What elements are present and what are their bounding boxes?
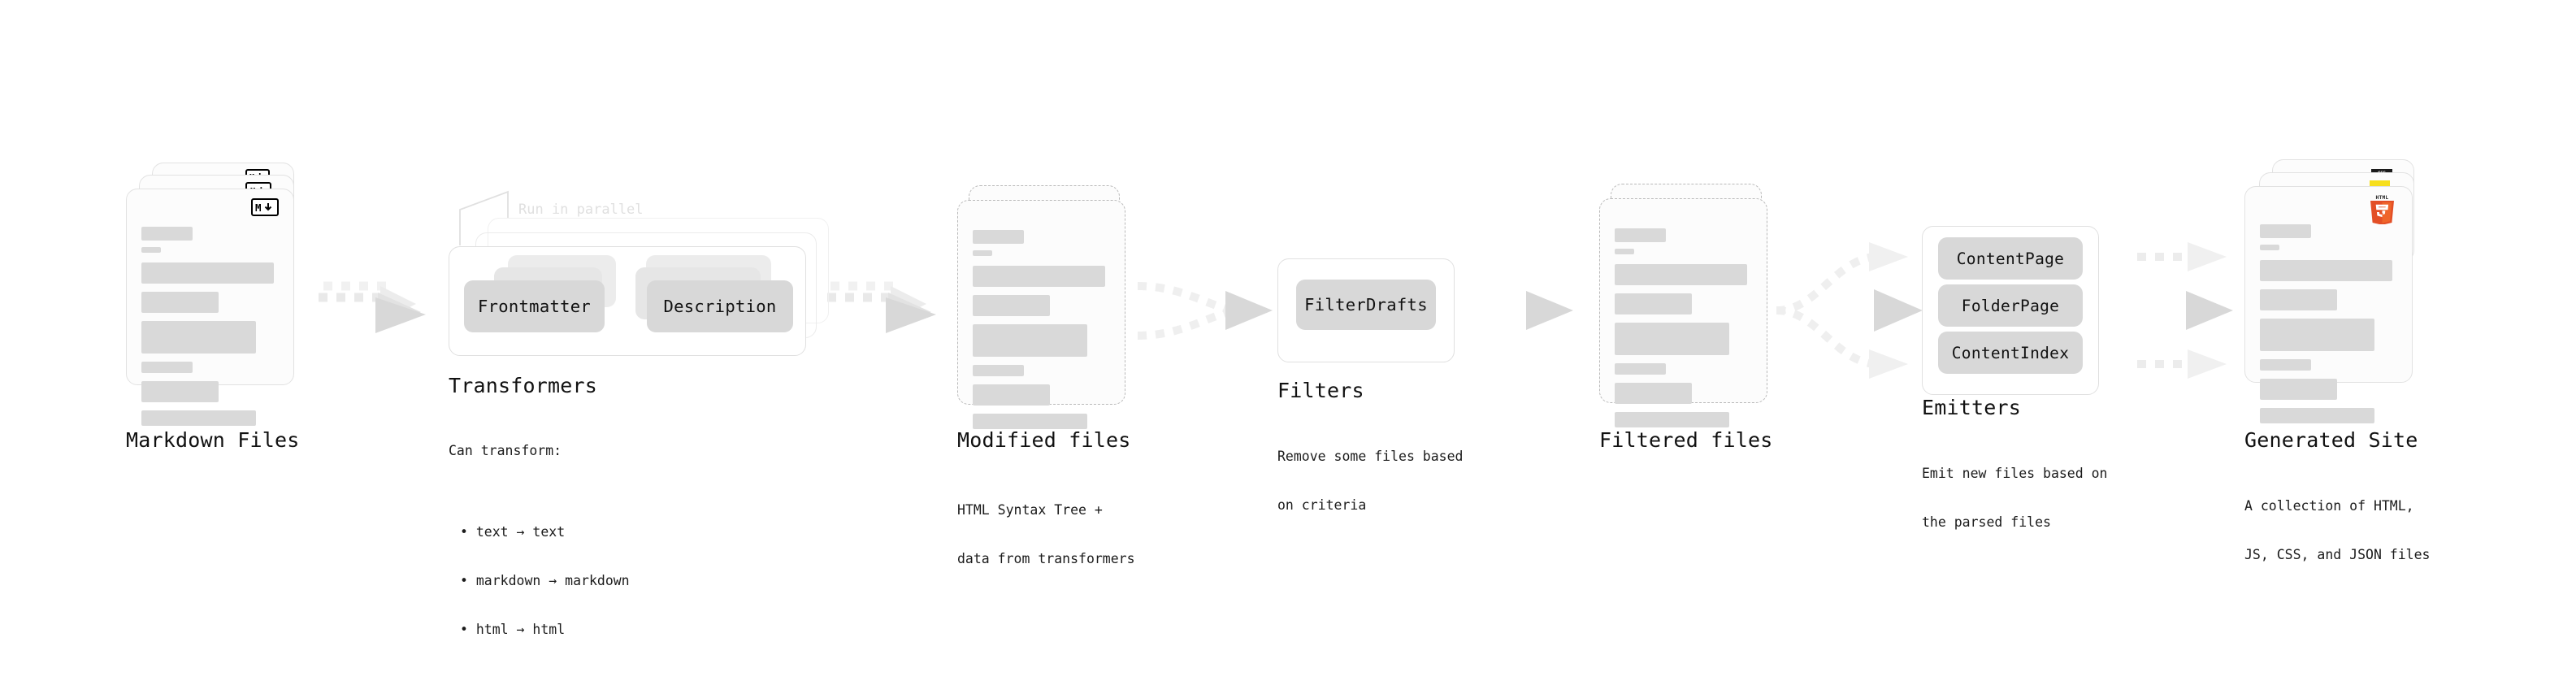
content-line xyxy=(1615,323,1729,355)
content-line xyxy=(2260,319,2374,351)
connector-markdown-to-transformers xyxy=(314,281,426,333)
content-line xyxy=(2260,379,2337,400)
connector-filters-to-filtered xyxy=(1473,291,1573,330)
content-line xyxy=(1615,412,1729,427)
content-line xyxy=(141,410,256,426)
content-line xyxy=(141,381,219,402)
content-line xyxy=(1615,249,1634,254)
emitters-subtitle-line: the parsed files xyxy=(1922,514,2051,530)
filters-subtitle-line: Remove some files based xyxy=(1277,449,1464,464)
content-line xyxy=(973,384,1050,406)
stage-subtitle-emitters: Emit new files based on the parsed files xyxy=(1922,433,2107,563)
filters-subtitle-line: on criteria xyxy=(1277,497,1367,513)
html5-icon: HTML xyxy=(2369,193,2396,228)
filtered-files-stack xyxy=(1599,184,1786,427)
stage-subtitle-transformers: Can transform: text → text markdown → ma… xyxy=(449,410,630,681)
generated-card-front: HTML xyxy=(2244,186,2413,423)
modified-subtitle-line: HTML Syntax Tree + xyxy=(957,502,1103,518)
transformers-bullet-list: text → text markdown → markdown html → h… xyxy=(460,492,630,670)
content-line xyxy=(973,414,1087,429)
generated-card-content xyxy=(2260,224,2397,423)
emitters-subtitle-line: Emit new files based on xyxy=(1922,466,2108,481)
transformers-bullet: html → html xyxy=(460,622,630,638)
content-line xyxy=(141,227,193,241)
markdown-card-content xyxy=(141,227,279,426)
stage-subtitle-modified-files: HTML Syntax Tree + data from transformer… xyxy=(957,470,1135,600)
stage-title-modified-files: Modified files xyxy=(957,428,1131,452)
stage-subtitle-filters: Remove some files based on criteria xyxy=(1277,416,1463,546)
content-line xyxy=(2260,289,2337,310)
content-line xyxy=(973,266,1105,287)
stage-title-emitters: Emitters xyxy=(1922,396,2022,419)
content-line xyxy=(973,324,1087,357)
modified-files-stack xyxy=(957,185,1144,429)
connector-filtered-to-emitters xyxy=(1774,242,1923,379)
content-line xyxy=(141,362,193,373)
connector-emitters-to-site xyxy=(2137,242,2233,379)
content-line xyxy=(141,292,219,313)
content-line xyxy=(1615,363,1666,375)
content-line xyxy=(973,230,1024,244)
emitter-pill-folderpage[interactable]: FolderPage xyxy=(1938,284,2083,327)
connector-transformers-to-modified xyxy=(824,281,936,333)
svg-text:HTML: HTML xyxy=(2375,195,2388,201)
stage-title-filters: Filters xyxy=(1277,379,1364,402)
markdown-card-front: M xyxy=(126,189,294,426)
content-line xyxy=(2260,224,2311,238)
content-line xyxy=(2260,359,2311,371)
transformer-pill-description[interactable]: Description xyxy=(647,280,793,332)
filtered-card-front xyxy=(1599,198,1767,427)
modified-card-front xyxy=(957,200,1125,429)
stage-title-transformers: Transformers xyxy=(449,374,598,397)
content-line xyxy=(141,321,256,354)
content-line xyxy=(2260,245,2279,250)
content-line xyxy=(141,262,274,284)
transformers-bullet: text → text xyxy=(460,524,630,540)
emitter-pill-contentpage[interactable]: ContentPage xyxy=(1938,237,2083,280)
modified-card-content xyxy=(973,230,1110,429)
content-line xyxy=(1615,293,1692,314)
connector-modified-to-filters xyxy=(1134,282,1273,340)
filtered-card-content xyxy=(1615,228,1752,427)
generated-subtitle-line: JS, CSS, and JSON files xyxy=(2244,547,2431,562)
run-in-parallel-label: Run in parallel xyxy=(518,202,644,218)
stage-title-generated-site: Generated Site xyxy=(2244,428,2418,452)
markdown-icon: M xyxy=(251,198,279,216)
content-line xyxy=(973,250,992,256)
generated-subtitle-line: A collection of HTML, xyxy=(2244,498,2414,514)
content-line xyxy=(1615,264,1747,285)
emitter-pill-contentindex[interactable]: ContentIndex xyxy=(1938,332,2083,374)
content-line xyxy=(973,365,1024,376)
generated-site-stack: CSS HTML xyxy=(2244,159,2439,423)
transformers-bullet: markdown → markdown xyxy=(460,573,630,589)
transformer-pill-frontmatter[interactable]: Frontmatter xyxy=(464,280,605,332)
content-line xyxy=(2260,408,2374,423)
stage-subtitle-generated-site: A collection of HTML, JS, CSS, and JSON … xyxy=(2244,466,2430,596)
content-line xyxy=(973,295,1050,316)
content-line xyxy=(2260,260,2392,281)
content-line xyxy=(1615,383,1692,404)
modified-subtitle-line: data from transformers xyxy=(957,551,1135,566)
filter-pill-filterdrafts[interactable]: FilterDrafts xyxy=(1296,280,1436,330)
svg-text:M: M xyxy=(255,202,262,213)
stage-title-markdown-files: Markdown Files xyxy=(126,428,300,452)
transformers-subtitle-line: Can transform: xyxy=(449,443,562,458)
stage-title-filtered-files: Filtered files xyxy=(1599,428,1773,452)
content-line xyxy=(1615,228,1666,242)
markdown-files-stack: M M M xyxy=(126,163,313,426)
content-line xyxy=(141,247,161,253)
